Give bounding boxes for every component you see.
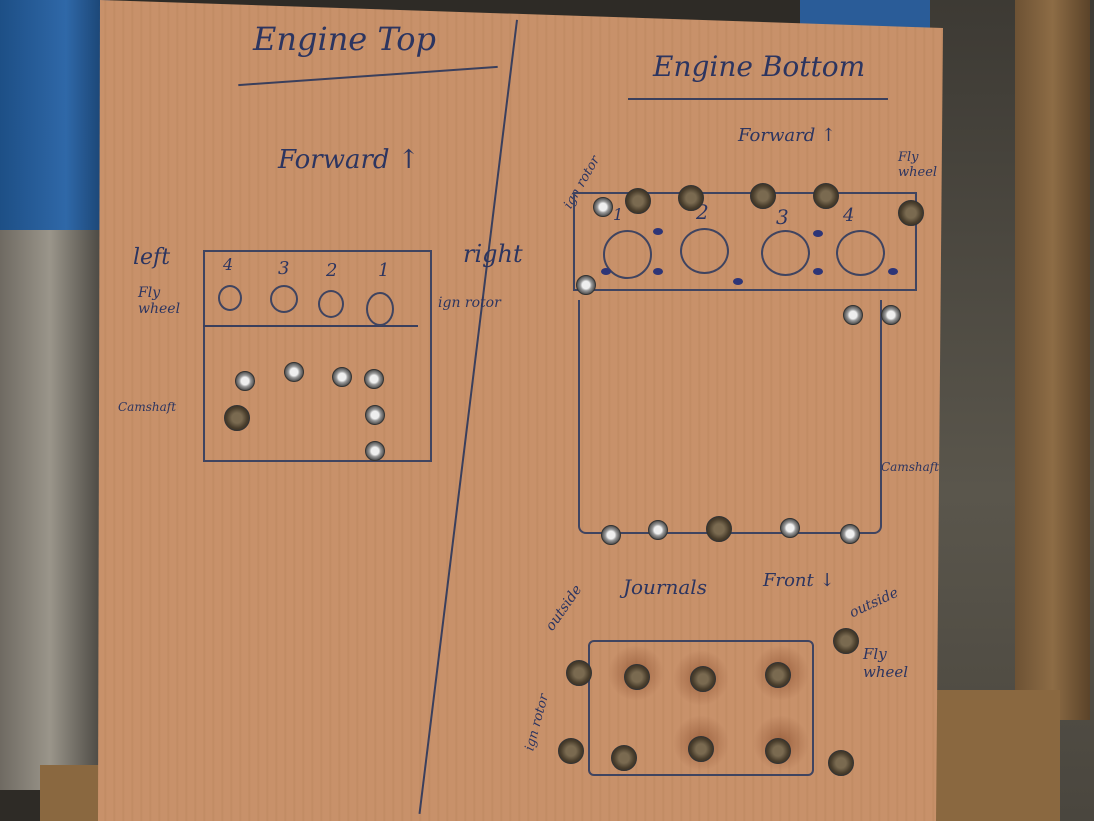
journal-bolt (611, 745, 637, 771)
bolt (601, 525, 621, 545)
cylinder-4-label: 4 (223, 255, 234, 274)
journal-bolt (566, 660, 592, 686)
engine-bottom-title: Engine Bottom (653, 50, 866, 83)
journal-bolt (833, 628, 859, 654)
wood-post (1015, 0, 1090, 720)
journal-bolt (690, 666, 716, 692)
cylinder (836, 230, 885, 276)
outside-right-label: outside (847, 584, 901, 622)
right-label: right (463, 240, 523, 268)
journal-bolt (688, 736, 714, 762)
journal-bolt (558, 738, 584, 764)
bolt (780, 518, 800, 538)
cylinder-4-label-bottom: 4 (843, 205, 855, 226)
engine-bottom-head (573, 192, 917, 291)
forward-label-bottom: Forward ↑ (738, 125, 837, 146)
journal-bolt (765, 662, 791, 688)
bolt (840, 524, 860, 544)
bolt (576, 275, 596, 295)
journals-outline (588, 640, 814, 776)
cylinder (270, 285, 298, 313)
cylinder (603, 230, 652, 279)
camshaft-label: Camshaft (118, 400, 177, 414)
ink-dot (653, 228, 663, 235)
bolt (365, 441, 385, 461)
bolt (593, 197, 613, 217)
ign-rotor-label-journals: ign rotor (522, 692, 552, 753)
cylinder (318, 290, 344, 318)
head-line (203, 325, 418, 327)
camshaft-bolt (224, 405, 250, 431)
journal-bolt (828, 750, 854, 776)
cylinder-2-label: 2 (326, 260, 338, 281)
ink-dot (653, 268, 663, 275)
ink-dot (888, 268, 898, 275)
bolt (843, 305, 863, 325)
engine-top-title: Engine Top (253, 20, 437, 58)
camshaft-label-bottom: Camshaft (881, 460, 940, 474)
bolt (678, 185, 704, 211)
engine-bottom-block (578, 300, 882, 534)
flywheel-label-bottom: Fly wheel (898, 150, 938, 180)
bolt (284, 362, 304, 382)
bolt (813, 183, 839, 209)
bolt (706, 516, 732, 542)
cylinder-3-label: 3 (278, 258, 290, 279)
underline (628, 98, 888, 100)
bolt (365, 405, 385, 425)
left-label: left (133, 245, 171, 270)
journals-title: Journals (623, 575, 707, 599)
journal-bolt (765, 738, 791, 764)
flywheel-label: Fly wheel (138, 285, 181, 317)
cylinder (218, 285, 242, 311)
bolt (648, 520, 668, 540)
ink-dot (813, 268, 823, 275)
bolt (898, 200, 924, 226)
bolt (625, 188, 651, 214)
cylinder (366, 292, 394, 326)
ign-rotor-label: ign rotor (438, 295, 501, 311)
cylinder-3-label-bottom: 3 (776, 205, 789, 229)
bolt (881, 305, 901, 325)
journal-bolt (624, 664, 650, 690)
divider-line (418, 19, 518, 815)
cylinder (761, 230, 810, 276)
engine-top-outline (203, 250, 432, 462)
bolt (364, 369, 384, 389)
ink-dot (601, 268, 611, 275)
metal-frame (0, 230, 100, 790)
bolt (332, 367, 352, 387)
flywheel-label-journals: Fly wheel (863, 645, 909, 681)
cylinder (680, 228, 729, 274)
front-label: Front ↓ (763, 570, 835, 591)
ink-dot (733, 278, 743, 285)
wood-block (930, 690, 1060, 821)
bolt (235, 371, 255, 391)
forward-label: Forward ↑ (278, 145, 420, 175)
cylinder-1-label-bottom: 1 (613, 205, 624, 224)
bolt (750, 183, 776, 209)
wood-block-left (40, 765, 100, 821)
underline (238, 65, 498, 87)
outside-left-label: outside (542, 582, 586, 634)
ink-dot (813, 230, 823, 237)
cylinder-1-label: 1 (378, 260, 390, 281)
cardboard-board: Engine Top Forward ↑ left right Fly whee… (98, 0, 943, 821)
